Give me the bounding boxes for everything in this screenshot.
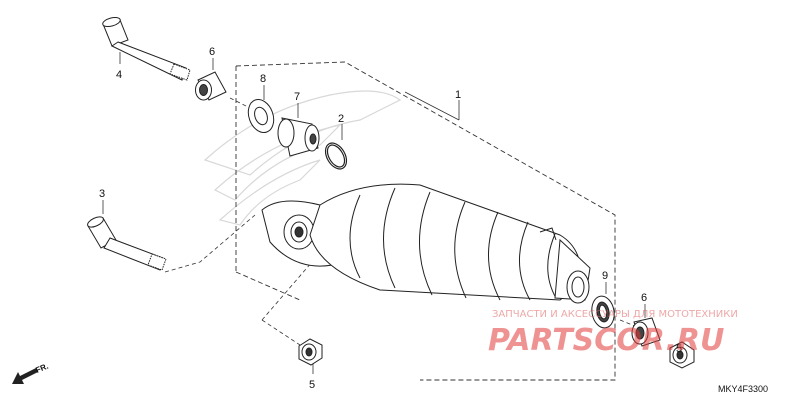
dust-seal-part-9 <box>591 295 615 329</box>
watermark-brand: PARTSCOR.RU <box>488 323 724 358</box>
assembly-outline <box>235 61 616 381</box>
callout-2: 2 <box>338 113 344 125</box>
watermark-subtitle: ЗАПЧАСТИ И АКСЕССУАРЫ ДЛЯ МОТОТЕХНИКИ <box>492 309 738 320</box>
bolt-lower-part-3 <box>87 216 167 271</box>
collar-lower-part-6 <box>631 317 661 347</box>
callout-7: 7 <box>294 91 300 103</box>
bushing-part-7 <box>277 117 320 157</box>
front-direction-arrow-icon: FR. <box>12 362 50 384</box>
callout-5-bottom: 5 <box>309 379 315 391</box>
callout-4: 4 <box>116 69 122 81</box>
callout-6-lower: 6 <box>641 292 647 304</box>
nut-bottom-part-5 <box>298 338 323 366</box>
front-direction-label: FR. <box>34 362 49 375</box>
nut-right-part-5 <box>669 341 695 369</box>
callout-3: 3 <box>99 188 105 200</box>
dust-seal-part-8 <box>247 99 275 133</box>
callout-5-right: 5 <box>676 343 682 355</box>
callout-8: 8 <box>260 73 266 85</box>
callout-6-upper: 6 <box>209 46 215 58</box>
collar-upper-part-6 <box>195 71 227 101</box>
shock-absorber-part-1 <box>261 183 591 304</box>
o-ring-part-2 <box>324 142 348 170</box>
callout-1: 1 <box>455 89 461 101</box>
callout-9: 9 <box>602 270 608 282</box>
diagram-code: MKY4F3300 <box>718 384 768 394</box>
bolt-upper-part-4 <box>102 16 191 81</box>
